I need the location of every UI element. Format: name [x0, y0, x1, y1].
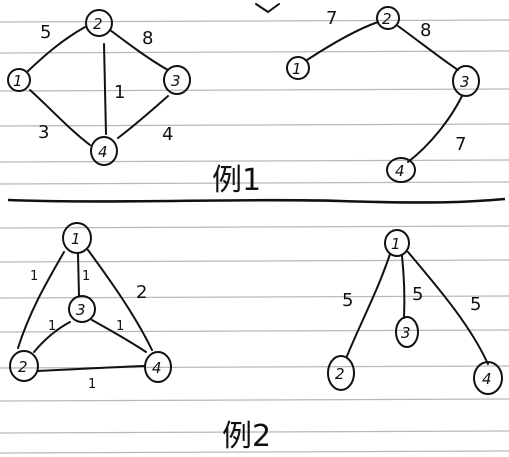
edge-3-4 — [117, 95, 169, 139]
node-circle — [395, 316, 419, 348]
node-circle — [62, 222, 92, 254]
edge-weight: 1 — [114, 82, 125, 103]
edge-3-4 — [91, 319, 147, 353]
edge-1-4 — [29, 89, 91, 146]
node-label: 4 — [395, 162, 405, 180]
edge-weight: 5 — [412, 284, 423, 305]
node-label: 1 — [71, 230, 81, 248]
ruled-lines — [0, 19, 509, 454]
node-label: 4 — [152, 359, 162, 377]
edge-2-3 — [397, 25, 459, 71]
example2-title: 例2 — [222, 419, 271, 454]
node-label: 3 — [401, 324, 411, 342]
node-circle — [473, 361, 503, 395]
edge-weight: 8 — [420, 20, 431, 41]
node-label: 2 — [335, 365, 345, 383]
example1-title: 例1 — [212, 163, 261, 198]
edge-1-2 — [27, 26, 86, 72]
node-label: 2 — [18, 358, 28, 376]
edge-3-4 — [407, 95, 463, 163]
edge-1-4 — [407, 251, 489, 365]
corner-mark — [255, 3, 280, 14]
edge-weight: 5 — [40, 22, 51, 43]
edge-2-4 — [103, 43, 107, 135]
node-label: 1 — [13, 72, 23, 90]
node-circle — [286, 56, 310, 80]
node-circle — [327, 355, 355, 391]
edge-1-2 — [346, 253, 391, 357]
node-label: 2 — [93, 15, 103, 33]
section-divider — [7, 197, 506, 204]
example1-graph-b: 1 2 3 4 7 8 7 — [286, 6, 480, 183]
node-circle — [7, 68, 31, 92]
edge-weight: 1 — [30, 269, 38, 284]
edge-1-4 — [87, 249, 153, 351]
node-circle — [376, 6, 400, 30]
edge-weight: 7 — [326, 8, 337, 29]
node-circle — [85, 9, 113, 37]
edge-weight: 7 — [455, 134, 466, 155]
edge-weight: 5 — [470, 294, 481, 315]
node-circle — [90, 136, 118, 166]
edge-weight: 1 — [116, 319, 124, 334]
edge-weight: 3 — [38, 122, 49, 143]
node-circle — [68, 295, 96, 323]
edge-weight: 1 — [48, 319, 56, 334]
edge-weight: 5 — [342, 290, 353, 311]
node-label: 3 — [76, 301, 86, 319]
node-label: 4 — [98, 143, 108, 161]
edge-3-2 — [33, 321, 71, 353]
node-label: 2 — [382, 10, 392, 28]
node-circle — [452, 65, 480, 97]
node-circle — [144, 351, 172, 383]
node-circle — [9, 350, 39, 382]
node-label: 1 — [391, 235, 401, 253]
node-label: 1 — [292, 60, 302, 78]
edge-weight: 2 — [136, 282, 147, 303]
example2-graph-b: 1 3 2 4 5 5 5 — [327, 229, 503, 395]
edge-1-3 — [77, 253, 80, 297]
example1-graph-a: 1 2 3 4 5 8 1 3 4 — [7, 9, 191, 166]
edge-weight: 4 — [162, 124, 173, 145]
node-circle — [163, 65, 191, 95]
node-label: 3 — [460, 73, 470, 91]
node-label: 3 — [171, 72, 181, 90]
edge-weight: 1 — [82, 269, 90, 284]
node-circle — [386, 157, 416, 183]
edge-1-2 — [17, 251, 65, 349]
edge-weight: 8 — [142, 28, 153, 49]
node-circle — [384, 229, 410, 257]
edge-weight: 1 — [88, 377, 96, 392]
node-label: 4 — [482, 370, 492, 388]
edge-1-2 — [306, 21, 379, 61]
edge-2-3 — [109, 29, 169, 71]
example2-graph-a: 1 3 2 4 1 1 2 1 1 1 — [9, 222, 172, 392]
edge-2-4 — [37, 365, 145, 372]
edge-1-3 — [401, 255, 406, 319]
